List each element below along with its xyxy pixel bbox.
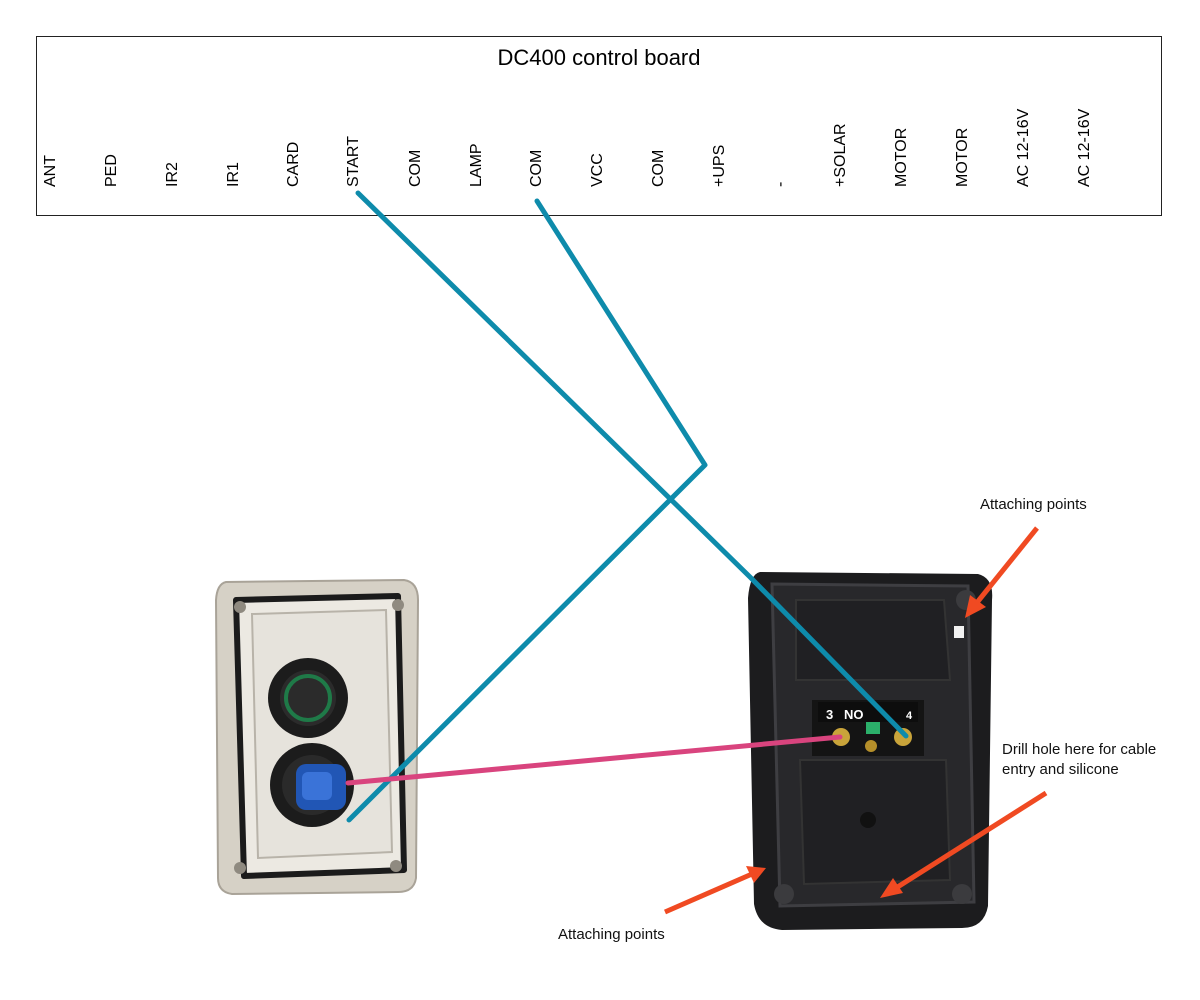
callout-attaching-points-bottom: Attaching points bbox=[558, 926, 665, 943]
control-board: DC400 control board ANT PED IR2 IR1 CARD… bbox=[36, 36, 1162, 216]
green-button-icon bbox=[268, 658, 348, 738]
pushbutton-enclosure bbox=[214, 578, 420, 896]
terminal-screw-4-icon bbox=[894, 728, 912, 746]
pin-right-label: 4 bbox=[906, 710, 913, 722]
wire-bridge bbox=[345, 734, 843, 786]
pin-left-label: 3 bbox=[826, 707, 833, 722]
wire-com bbox=[346, 198, 708, 823]
callout-attaching-points-top: Attaching points bbox=[980, 496, 1087, 513]
blue-button-icon bbox=[270, 743, 354, 827]
arrow-attach-bottom-icon bbox=[663, 866, 766, 915]
board-title: DC400 control board bbox=[497, 45, 701, 70]
pin-no-label: NO bbox=[844, 707, 864, 722]
wire-start bbox=[355, 190, 909, 739]
arrow-drill-icon bbox=[880, 790, 1048, 898]
callout-drill-hole: Drill hole here for cable entry and sili… bbox=[1002, 741, 1157, 778]
switch-contact-block: 3 NO 4 bbox=[812, 700, 924, 756]
arrow-attach-top-icon bbox=[965, 526, 1039, 618]
back-enclosure: 3 NO 4 bbox=[748, 572, 993, 930]
